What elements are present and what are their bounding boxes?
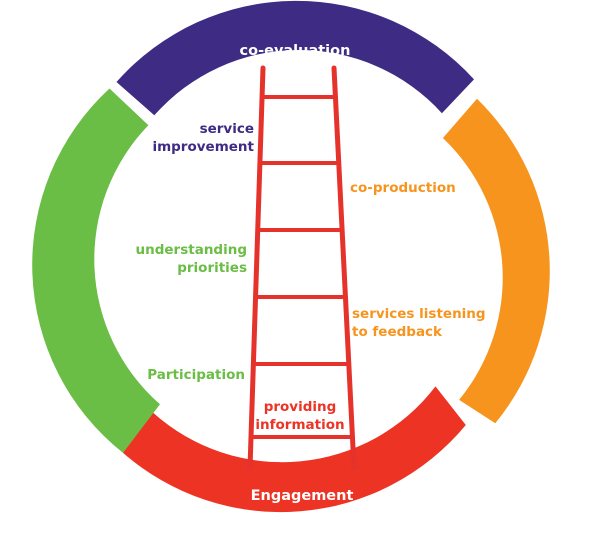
label-line: Participation [147,367,245,383]
label-services-listening: services listening to feedback [352,305,502,341]
label-line: to feedback [352,324,443,340]
ladder-left-rail [247,65,266,471]
segment-title-co-evaluation: co-evaluation [240,43,351,59]
label-co-production: co-production [350,179,490,197]
label-line: services listening [352,306,486,322]
ladder-right-rail [331,65,357,471]
ring-segment-left [32,88,160,453]
label-line: service [199,121,254,137]
segment-title-engagement: Engagement [251,488,354,504]
label-line: understanding [135,242,247,258]
ring-segment-top [116,0,474,116]
label-line: providing [263,399,337,415]
label-participation: Participation [100,366,245,384]
label-providing-information: providing information [248,398,352,434]
label-line: priorities [177,260,247,276]
label-line: improvement [152,139,254,155]
ring-segment-right [442,98,550,424]
label-understanding-priorities: understanding priorities [98,241,247,277]
ladder [247,65,357,471]
label-service-improvement: service improvement [100,120,254,156]
label-line: co-production [350,180,456,196]
ring-segment-bottom [122,386,466,513]
label-line: information [255,417,345,433]
